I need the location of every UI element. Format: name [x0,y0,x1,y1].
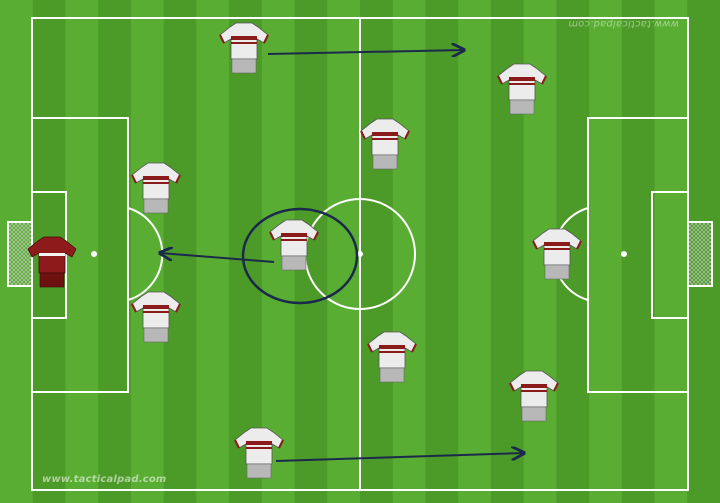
grass-stripe [621,0,656,503]
watermark-top: www.tacticalpad.com [568,18,679,29]
grass-stripe [196,0,230,503]
right-goal-net-icon [687,221,713,287]
grass-stripe [458,0,492,503]
grass-stripe [425,0,459,503]
grass-stripe [327,0,361,503]
arrow-icon[interactable] [275,453,524,462]
grass-stripe [163,0,197,503]
left-penalty-spot [91,251,97,257]
grass-stripe [392,0,426,503]
grass-stripe [360,0,394,503]
left-goal-net-icon [7,221,33,287]
grass-stripe [229,0,263,503]
grass-stripe [654,0,688,503]
grass-stripe [98,0,132,503]
grass-stripe [589,0,623,503]
centre-spot [357,251,363,257]
right-penalty-spot [621,251,627,257]
highlight-circle[interactable] [241,207,359,305]
arrow-icon[interactable] [160,253,275,263]
watermark-bottom: www.tacticalpad.com [42,474,167,485]
arrow-icon[interactable] [267,50,464,54]
grass-stripe [130,0,165,503]
